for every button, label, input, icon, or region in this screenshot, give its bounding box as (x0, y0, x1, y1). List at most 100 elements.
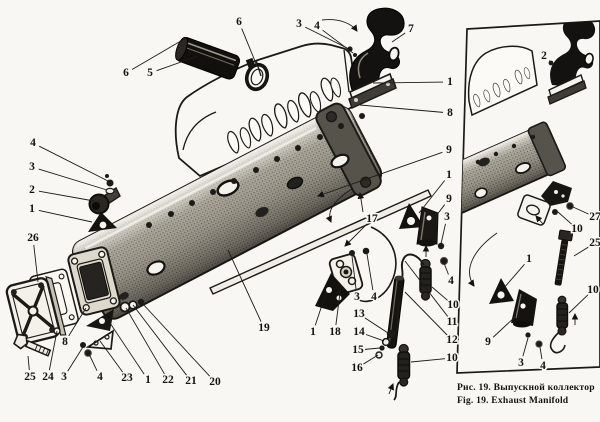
callout-label-4: 4 (540, 360, 546, 372)
leader-line (440, 223, 446, 245)
callout-label-11: 11 (447, 316, 458, 328)
leader-line (314, 292, 327, 326)
callout-label-8: 8 (62, 336, 68, 348)
nut (80, 342, 86, 348)
callout-label-3: 3 (61, 371, 67, 383)
callout-label-3: 3 (444, 211, 450, 223)
nut (535, 340, 543, 348)
right-bracket-group (399, 203, 449, 266)
leader-line (573, 246, 590, 257)
callout-label-10: 10 (587, 284, 599, 296)
leader-line (33, 244, 39, 283)
nut (349, 250, 355, 256)
leader-line (549, 60, 552, 63)
nut (525, 332, 531, 338)
leader-line (38, 210, 93, 223)
leader-line (335, 284, 342, 326)
callout-label-6: 6 (123, 67, 129, 79)
drain-tube-loop (356, 226, 397, 303)
banjo-bolt-cluster (375, 299, 402, 401)
head-stud (353, 53, 357, 57)
callout-label-10: 10 (447, 299, 459, 311)
leader-line (391, 32, 406, 43)
leader-line (362, 354, 379, 365)
leader-line (568, 294, 589, 314)
callout-label-22: 22 (162, 374, 174, 386)
callout-label-3: 3 (354, 291, 360, 303)
callout-label-10: 10 (446, 352, 458, 364)
pipe-fitting-center (315, 247, 370, 311)
leader-line (404, 291, 448, 336)
callout-label-4: 4 (314, 20, 320, 32)
leader-line (88, 353, 98, 371)
nut (362, 247, 370, 255)
exhaust-elbow (349, 7, 405, 92)
stud (105, 174, 109, 178)
leader-line (27, 355, 30, 371)
callout-label-26: 26 (27, 232, 39, 244)
leader-line (572, 206, 589, 215)
heat-shield-strip (209, 189, 432, 295)
callout-label-5: 5 (147, 67, 153, 79)
callout-label-1: 1 (447, 76, 453, 88)
leader-line (432, 204, 446, 221)
callout-label-9: 9 (446, 193, 452, 205)
leader-line (322, 29, 354, 54)
gasket-triangle (399, 203, 424, 229)
inset-exhaust-elbow (550, 21, 596, 87)
leader-line (522, 337, 529, 357)
callout-label-4: 4 (97, 371, 103, 383)
callout-label-1: 1 (526, 253, 532, 265)
inset-gasket-triangle (489, 278, 514, 304)
leader-line (109, 322, 145, 375)
leader-line (351, 255, 357, 291)
washer (119, 301, 131, 313)
figure-caption: Рис. 19. Выпускной коллектор Fig. 19. Ex… (457, 381, 600, 407)
leader-line (364, 347, 381, 350)
callout-label-1: 1 (145, 374, 151, 386)
leader-line (443, 262, 449, 275)
leader-line (132, 304, 188, 376)
manifold-lugs (146, 113, 365, 228)
leader-line (156, 55, 199, 72)
callout-label-3: 3 (29, 161, 35, 173)
support-bracket (416, 206, 439, 245)
nut (106, 179, 114, 187)
assembly-arrows (321, 19, 430, 395)
silencer-cylinder (175, 36, 241, 80)
callout-label-21: 21 (185, 375, 197, 387)
leader-line (305, 26, 350, 50)
callout-label-6: 6 (236, 16, 242, 28)
callout-label-23: 23 (121, 372, 133, 384)
callout-label-15: 15 (352, 344, 364, 356)
callout-label-19: 19 (258, 322, 270, 334)
callout-label-4: 4 (448, 275, 454, 287)
elbow-outlet (388, 46, 400, 62)
callout-label-24: 24 (42, 371, 54, 383)
caption-english: Fig. 19. Exhaust Manifold (457, 395, 569, 406)
callout-label-13: 13 (353, 308, 365, 320)
inset-long-bolt (554, 229, 574, 286)
manifold-end-flange (67, 246, 121, 316)
callout-label-7: 7 (408, 23, 414, 35)
gasket-triangle (315, 273, 350, 311)
banjo-fitting-lower (397, 343, 411, 387)
leader-line (344, 223, 368, 247)
leader-line (359, 104, 444, 113)
inset-stud (548, 60, 554, 66)
leader-line (503, 264, 525, 289)
inset-manifold-pipe (457, 121, 567, 214)
nut (439, 256, 449, 266)
leader-line (364, 317, 389, 334)
leader-line (38, 190, 95, 202)
leader-line (557, 211, 573, 225)
inset-panel (456, 20, 600, 374)
leader-line (539, 346, 543, 360)
leader-line (404, 260, 449, 317)
leader-line (125, 307, 165, 375)
nut (437, 242, 445, 250)
callout-label-10: 10 (571, 223, 583, 235)
washer (105, 187, 115, 195)
